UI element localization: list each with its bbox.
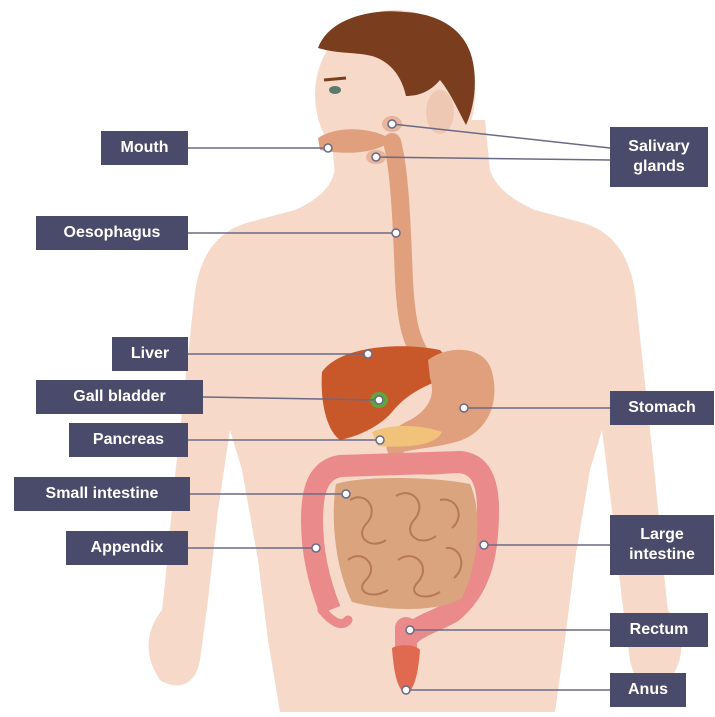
dot-salivary-upper: [388, 120, 396, 128]
dot-small-intestine: [342, 490, 350, 498]
dot-appendix: [312, 544, 320, 552]
label-anus: Anus: [610, 673, 686, 707]
eyebrow: [324, 78, 346, 80]
label-salivary-glands: Salivary glands: [610, 127, 708, 187]
dot-liver: [364, 350, 372, 358]
dot-salivary-lower: [372, 153, 380, 161]
label-appendix: Appendix: [66, 531, 188, 565]
dot-gall-bladder: [375, 396, 383, 404]
label-liver: Liver: [112, 337, 188, 371]
label-large-intestine: Large intestine: [610, 515, 714, 575]
dot-large-intestine: [480, 541, 488, 549]
label-pancreas: Pancreas: [69, 423, 188, 457]
label-oesophagus: Oesophagus: [36, 216, 188, 250]
dot-oesophagus: [392, 229, 400, 237]
label-gall-bladder: Gall bladder: [36, 380, 203, 414]
label-small-intestine: Small intestine: [14, 477, 190, 511]
label-rectum: Rectum: [610, 613, 708, 647]
eye: [329, 86, 341, 94]
dot-pancreas: [376, 436, 384, 444]
label-stomach: Stomach: [610, 391, 714, 425]
label-mouth: Mouth: [101, 131, 188, 165]
small-intestine: [334, 478, 478, 609]
ear: [426, 90, 454, 134]
dot-mouth: [324, 144, 332, 152]
dot-anus: [402, 686, 410, 694]
dot-stomach: [460, 404, 468, 412]
dot-rectum: [406, 626, 414, 634]
